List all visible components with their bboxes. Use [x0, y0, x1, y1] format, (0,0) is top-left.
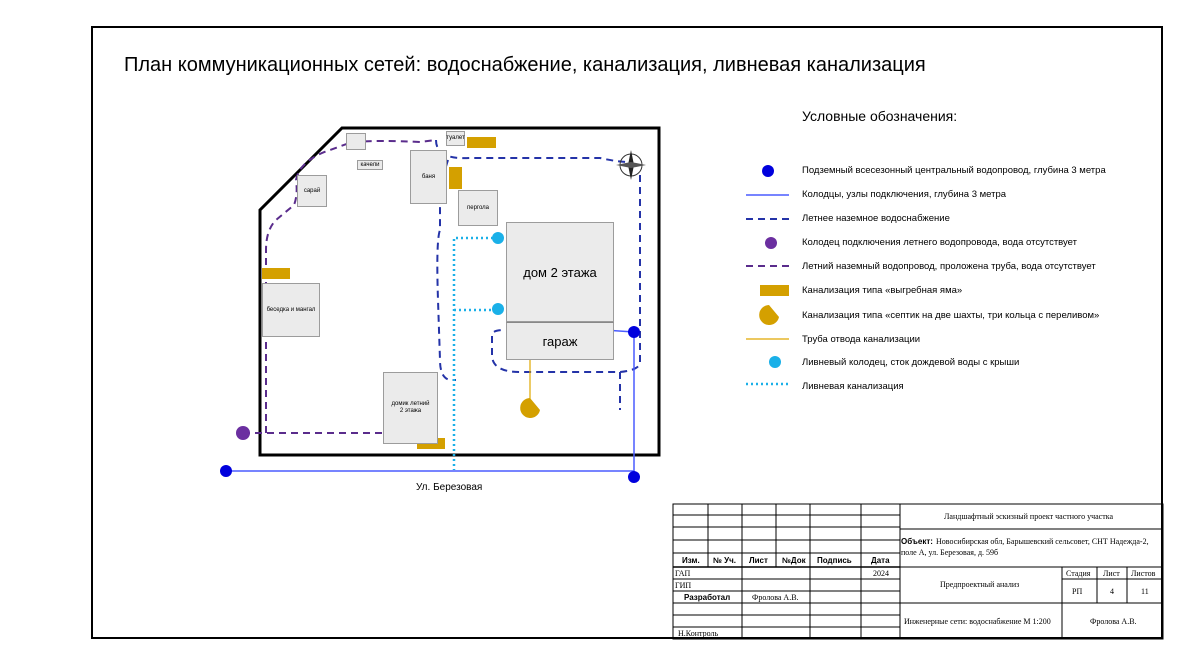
legend-item: Подземный всесезонный центральный водопр… — [802, 165, 1106, 176]
legend-item: Колодец подключения летнего водопровода,… — [802, 237, 1077, 248]
stamp-developed-label: Разработал — [684, 593, 731, 602]
legend-item: Канализация типа «выгребная яма» — [802, 285, 963, 296]
legend-item: Колодцы, узлы подключения, глубина 3 мет… — [802, 189, 1007, 200]
legend-symbol — [759, 305, 779, 325]
storm-well-marker — [492, 232, 504, 244]
stamp-sheets-label: Листов — [1131, 569, 1156, 578]
legend-item: Летнее наземное водоснабжение — [802, 213, 950, 224]
shed-building: сарай — [297, 175, 327, 207]
cesspit-marker — [262, 268, 290, 279]
stamp-author: Фролова А.В. — [1090, 617, 1137, 626]
garage-building: гараж — [506, 322, 614, 360]
stamp-col-sign: Подпись — [817, 556, 852, 565]
well-marker — [628, 326, 640, 338]
street-label: Ул. Березовая — [416, 482, 483, 493]
legend-item: Канализация типа «септик на две шахты, т… — [802, 310, 1100, 321]
stamp-control: Н.Контроль — [678, 629, 719, 638]
legend-item: Летний наземный водопровод, проложена тр… — [802, 261, 1096, 272]
well-marker — [220, 465, 232, 477]
storm-well-marker — [492, 303, 504, 315]
legend-symbol — [765, 237, 777, 249]
stamp-col-doc: №Док — [782, 556, 806, 565]
legend-item: Ливневая канализация — [802, 381, 904, 392]
legend-symbol — [769, 356, 781, 368]
plot-boundary — [258, 126, 661, 457]
stamp-col-list: Лист — [749, 556, 768, 565]
cesspit-marker — [467, 137, 496, 148]
well-marker — [628, 471, 640, 483]
house-building: дом 2 этажа — [506, 222, 614, 322]
stamp-stage-label: Стадия — [1066, 569, 1091, 578]
stamp-object-value: Новосибирская обл, Барышевский сельсовет… — [936, 537, 1149, 546]
storm-drain-line — [452, 236, 498, 470]
pergola-building: пергола — [458, 190, 498, 226]
stamp-sheet: 4 — [1110, 587, 1114, 596]
stamp-gap: ГАП — [675, 569, 691, 578]
banya-building: баня — [410, 150, 447, 204]
stamp-gip: ГИП — [675, 581, 692, 590]
legend-item: Труба отвода канализации — [802, 334, 921, 345]
stamp-sheet-label: Лист — [1103, 569, 1120, 578]
stamp-analysis: Предпроектный анализ — [940, 580, 1020, 589]
stamp-developer: Фролова А.В. — [752, 593, 799, 602]
swing: качели — [357, 160, 383, 170]
stamp-object-label: Объект: — [901, 537, 933, 546]
stamp-col-uch: № Уч. — [713, 556, 736, 565]
summer-well-marker — [236, 426, 250, 440]
summer-water-line — [435, 139, 641, 410]
stamp-stage: РП — [1072, 587, 1083, 596]
page-title: План коммуникационных сетей: водоснабжен… — [124, 54, 926, 76]
septic-marker — [520, 398, 540, 418]
stamp-col-date: Дата — [871, 556, 890, 565]
legend-title: Условные обозначения: — [802, 108, 958, 124]
legend-symbol — [762, 165, 774, 177]
legend-symbol — [760, 285, 789, 296]
gazebo-building: беседка и мангал — [262, 283, 320, 337]
legend-item: Ливневый колодец, сток дождевой воды с к… — [802, 357, 1020, 368]
stamp-sheets: 11 — [1141, 587, 1149, 596]
stamp-year: 2024 — [873, 569, 889, 578]
compass-icon — [616, 150, 646, 180]
stamp-object-value-2: поле А, ул. Березовая, д. 59б — [901, 548, 999, 557]
stamp-col-izm: Изм. — [682, 556, 700, 565]
small-structure — [346, 133, 366, 150]
stamp-project: Ландшафтный эскизный проект частного уча… — [944, 512, 1114, 521]
toilet-building: туалет — [446, 131, 465, 146]
cesspit-marker — [449, 167, 462, 189]
stamp-networks: Инженерные сети: водоснабжение М 1:200 — [904, 617, 1051, 626]
sheet-frame — [91, 26, 1163, 639]
